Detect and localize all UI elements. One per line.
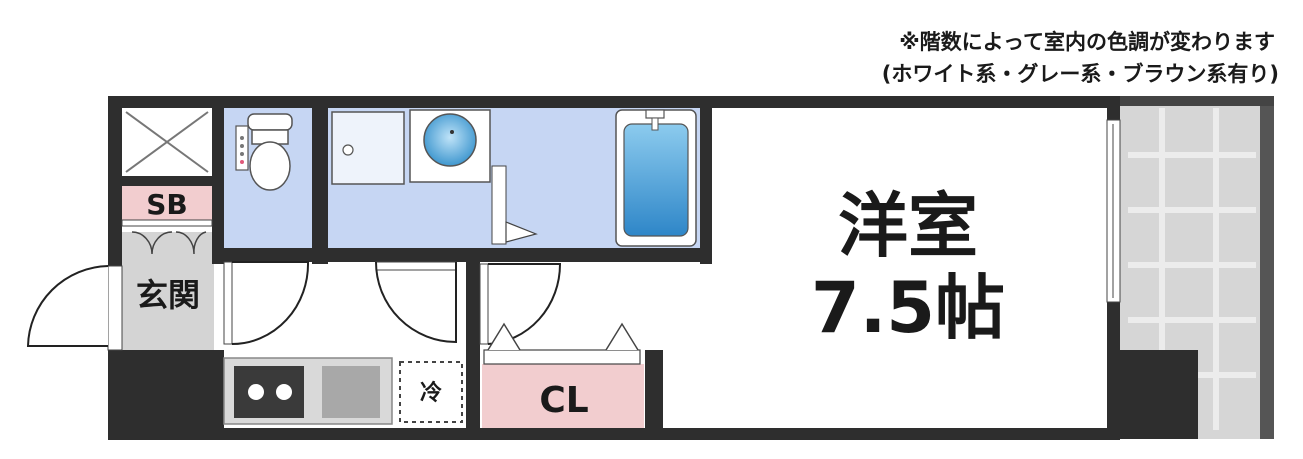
color-variation-note: (ホワイト系・グレー系・ブラウン系有り) (881, 62, 1279, 86)
floor-color-note: ※階数によって室内の色調が変わります (899, 30, 1275, 54)
shoe-box-label: SB (146, 188, 188, 221)
balcony (1120, 96, 1274, 439)
entrance-floor (122, 232, 214, 350)
closet: CL (482, 322, 644, 428)
bath-door (491, 165, 538, 245)
fridge-space: 冷 (399, 361, 463, 423)
kitchen (223, 357, 393, 425)
pipe-space (122, 108, 212, 186)
entrance-door (26, 265, 123, 351)
balcony-window (1106, 119, 1121, 303)
room-size-label: 7.5帖 (811, 267, 1005, 349)
room-name-label: 洋室 (838, 185, 978, 267)
closet-label: CL (539, 380, 588, 421)
fridge-label: 冷 (420, 380, 442, 406)
entrance-label: 玄関 (136, 276, 200, 314)
room-door (479, 263, 562, 345)
toilet (235, 113, 293, 191)
toilet-door (223, 261, 310, 345)
washroom-door (375, 261, 457, 344)
vanity (331, 109, 491, 185)
bathtub (615, 109, 697, 247)
shoe-box: SB (121, 186, 213, 255)
